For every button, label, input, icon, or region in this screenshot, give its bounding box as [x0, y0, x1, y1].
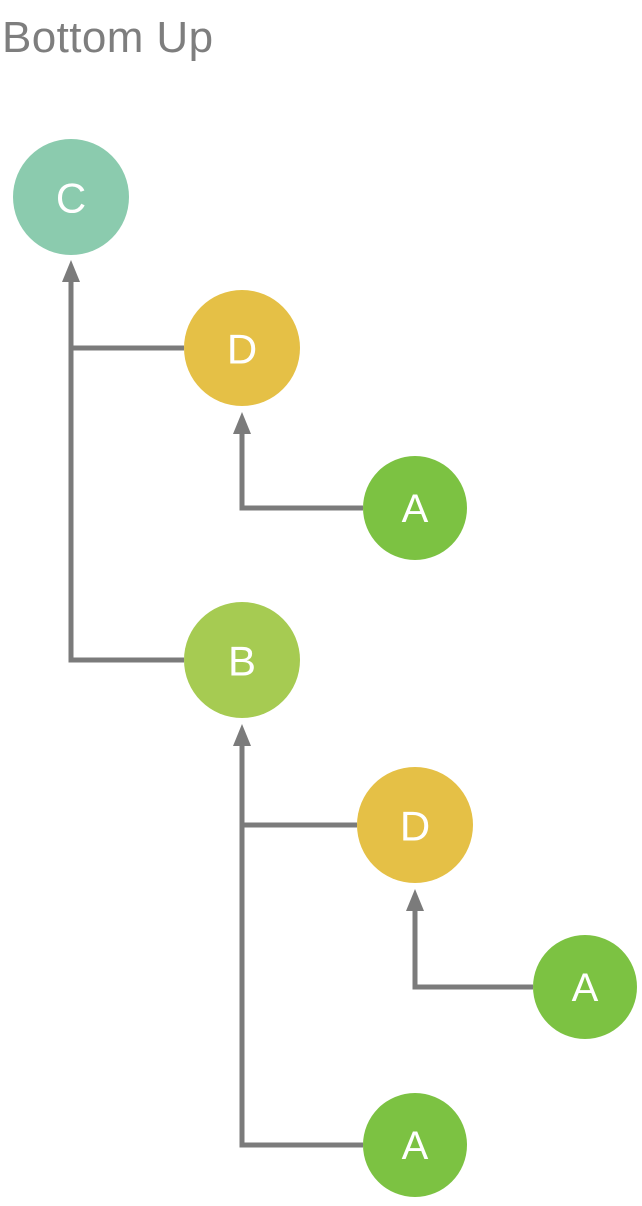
arrowhead-into-d-lower	[406, 889, 424, 911]
node-circle-d-top[interactable]	[184, 290, 300, 406]
node-d-lower[interactable]: D	[357, 767, 473, 883]
edge-b-mid-to-c-root	[68, 268, 184, 663]
edge-a-bottom-to-b-mid	[239, 732, 363, 1148]
node-a-top[interactable]: A	[363, 456, 467, 560]
node-circle-b-mid[interactable]	[184, 602, 300, 718]
arrowhead-into-b-mid	[233, 724, 251, 746]
node-circle-c-root[interactable]	[13, 139, 129, 255]
node-d-top[interactable]: D	[184, 290, 300, 406]
node-circle-a-bottom[interactable]	[363, 1093, 467, 1197]
node-b-mid[interactable]: B	[184, 602, 300, 718]
edge-layer	[68, 268, 533, 1148]
edge-d-lower-to-b-mid	[239, 732, 357, 828]
edge-a-right-to-d-lower	[412, 897, 533, 990]
edge-a-top-to-d-top	[239, 420, 363, 511]
node-circle-a-right[interactable]	[533, 935, 637, 1039]
arrowhead-into-c-root	[62, 260, 80, 282]
arrowhead-layer	[62, 260, 424, 911]
arrowhead-into-d-top	[233, 412, 251, 434]
node-a-bottom[interactable]: A	[363, 1093, 467, 1197]
edge-d-top-to-c-root	[68, 268, 184, 351]
node-layer: C D A B D A A	[13, 139, 637, 1197]
node-circle-a-top[interactable]	[363, 456, 467, 560]
node-circle-d-lower[interactable]	[357, 767, 473, 883]
page-title: Bottom Up	[2, 13, 214, 62]
node-c-root[interactable]: C	[13, 139, 129, 255]
node-a-right[interactable]: A	[533, 935, 637, 1039]
